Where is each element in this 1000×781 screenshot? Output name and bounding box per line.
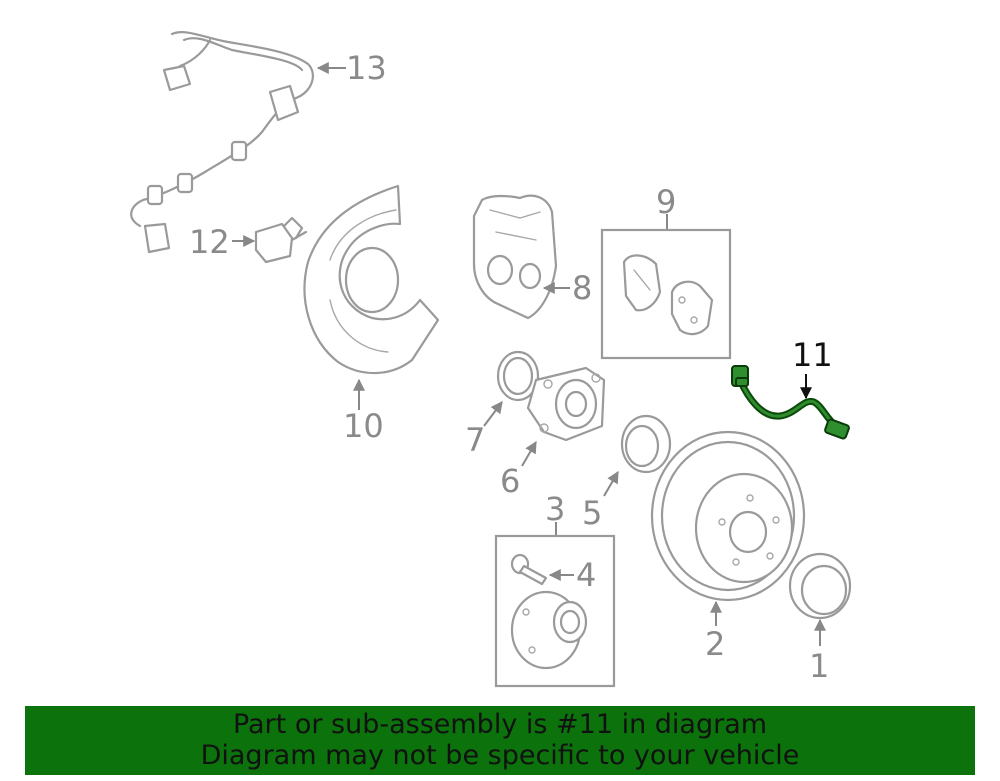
wheel-stud[interactable] <box>510 553 548 586</box>
callout-13: 13 <box>346 49 387 87</box>
brake-pads[interactable] <box>622 254 714 336</box>
brake-caliper[interactable] <box>472 194 558 320</box>
abs-sensor-harness[interactable] <box>130 31 314 254</box>
brake-rotor[interactable] <box>650 430 806 602</box>
callout-5: 5 <box>582 494 602 532</box>
dust-splash-shield[interactable] <box>303 184 440 375</box>
info-banner: Part or sub-assembly is #11 in diagram D… <box>25 706 975 775</box>
o-ring-seal[interactable] <box>496 350 540 402</box>
wheel-hub[interactable] <box>510 590 588 670</box>
callout-12: 12 <box>189 223 230 261</box>
banner-line-1: Part or sub-assembly is #11 in diagram <box>232 709 768 740</box>
banner-line-2: Diagram may not be specific to your vehi… <box>200 740 800 771</box>
callout-9: 9 <box>656 183 676 221</box>
callout-2: 2 <box>705 625 725 663</box>
callout-11: 11 <box>792 336 833 374</box>
callout-7: 7 <box>465 421 485 459</box>
callout-8: 8 <box>572 269 592 307</box>
callout-4: 4 <box>576 556 596 594</box>
hub-bearing-assembly[interactable] <box>526 366 606 442</box>
brake-hose-highlighted[interactable] <box>731 365 850 440</box>
grease-dust-cap[interactable] <box>788 552 852 620</box>
callout-6: 6 <box>500 462 520 500</box>
bearing-seal[interactable] <box>620 414 672 474</box>
callout-1: 1 <box>809 647 829 685</box>
abs-speed-sensor[interactable] <box>254 216 308 264</box>
pad-kit-box <box>600 228 732 360</box>
callout-3: 3 <box>545 490 565 528</box>
callout-10: 10 <box>343 407 384 445</box>
